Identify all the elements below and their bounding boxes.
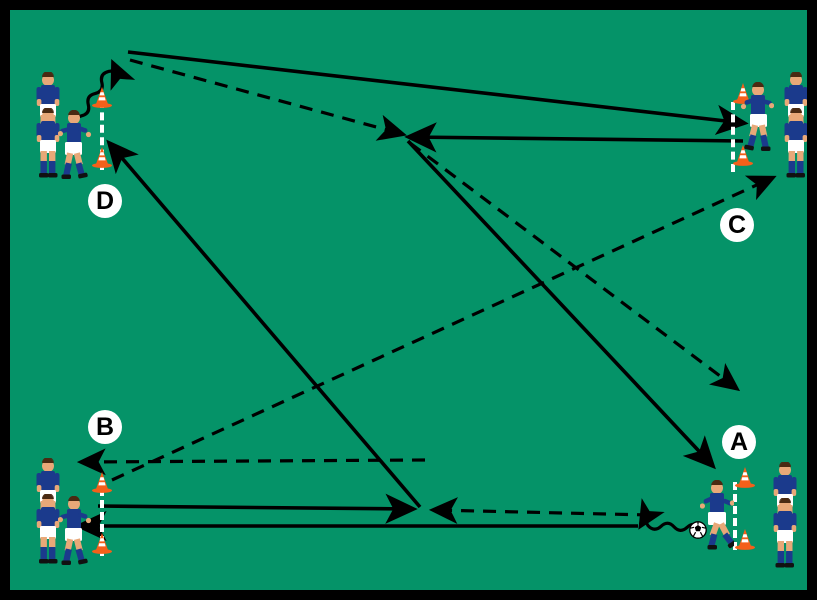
soccer-ball-0	[689, 521, 707, 544]
cone-D-0	[91, 86, 113, 113]
gate-line-B	[100, 488, 104, 556]
movement-pass-center-to-A	[406, 139, 716, 470]
movement-pass-A-to-center	[428, 497, 651, 524]
player-D-2	[57, 109, 92, 187]
player-B-7	[32, 493, 66, 571]
cone-C-3	[732, 144, 754, 171]
gate-line-D	[100, 100, 104, 170]
movement-run-center-to-A	[409, 141, 741, 392]
pitch-area: D C B A	[10, 10, 807, 590]
station-label-D: D	[88, 184, 122, 218]
movement-pass-to-B	[76, 448, 426, 476]
cone-B-5	[91, 532, 113, 559]
movement-run-D-to-center	[129, 58, 407, 141]
movement-dribble-A-forward	[638, 498, 702, 532]
cone-A-6	[734, 466, 756, 493]
gate-line-C	[731, 102, 735, 172]
player-C-5	[778, 107, 807, 185]
cone-B-4	[91, 471, 113, 498]
player-D-1	[32, 107, 66, 185]
movement-run-center-to-D	[106, 139, 422, 509]
cone-A-7	[734, 528, 756, 555]
player-B-8	[57, 495, 92, 573]
station-label-C: C	[720, 208, 754, 242]
player-A-11	[767, 497, 801, 575]
movement-pass-D-to-C	[127, 50, 749, 135]
movement-pass-B-to-center	[97, 493, 418, 524]
player-A-9	[699, 479, 737, 557]
station-label-A: A	[722, 425, 756, 459]
gate-line-A	[733, 482, 737, 550]
movement-lines-layer	[67, 50, 777, 542]
cone-D-1	[91, 146, 113, 173]
player-C-3	[740, 81, 775, 159]
station-label-B: B	[88, 410, 122, 444]
movement-run-B-to-C	[111, 175, 777, 482]
movement-pass-C-to-center	[404, 122, 744, 153]
